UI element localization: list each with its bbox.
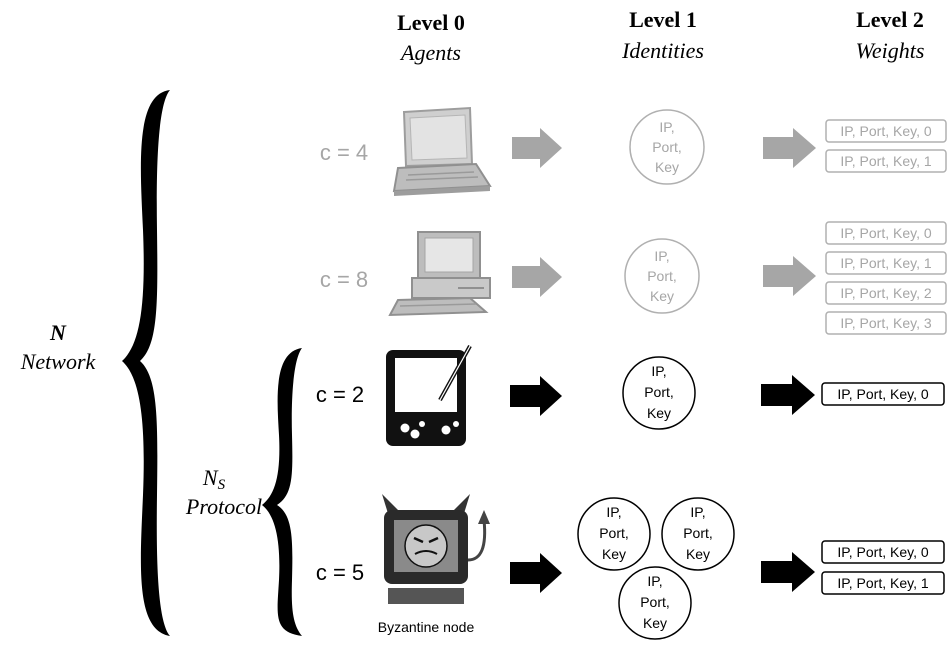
row-c5-identity-3-ip: IP,	[647, 573, 662, 589]
row-c5-identity-2-ip: IP,	[690, 504, 705, 520]
protocol-symbol: NS	[202, 465, 226, 493]
row-c2-weight-0: IP, Port, Key, 0	[837, 386, 929, 402]
column-headers: Level 0 Agents Level 1 Identities Level …	[397, 7, 924, 65]
row-c8-weight-box	[825, 221, 947, 245]
row-c4-identity-key: Key	[655, 159, 679, 175]
protocol-label: Protocol	[185, 494, 262, 519]
row-c8-arrow-to-identity	[512, 257, 562, 297]
row-c2-identity-key: Key	[647, 405, 671, 421]
level-2-heading: Level 2	[856, 7, 924, 32]
row-c5-weight-box	[821, 540, 945, 564]
row-c2-weight-box	[821, 382, 945, 406]
row-c4-arrow-to-identity	[512, 128, 562, 168]
row-c8-weight-box	[825, 311, 947, 335]
pda-icon	[386, 345, 472, 446]
row-c2-identity-circle	[622, 356, 696, 430]
row-c8-weight-box	[825, 281, 947, 305]
row-c8-weight-1: IP, Port, Key, 1	[840, 255, 932, 271]
row-c8-arrow-to-weights	[763, 256, 816, 296]
row-c5-weight-box	[821, 571, 945, 595]
row-c8-identity-key: Key	[650, 288, 674, 304]
row-c5-identity-1-key: Key	[602, 546, 626, 562]
row-c8-weight-box	[825, 251, 947, 275]
row-c5-identity-1-ip: IP,	[606, 504, 621, 520]
row-c8-c-label: c = 8	[320, 267, 368, 292]
byzantine-devil-computer-icon	[382, 494, 490, 604]
row-c2-identity-port: Port,	[644, 384, 674, 400]
row-c4-arrow-to-weights	[763, 128, 816, 168]
row-c5-identity-2-port: Port,	[683, 525, 713, 541]
row-c2: c = 2 IP, Port, Key IP, Port, Key, 0	[316, 345, 945, 446]
protocol-brace	[262, 348, 302, 636]
row-c5-identity-circle-2	[661, 497, 735, 571]
row-c4-weight-box	[825, 119, 947, 143]
row-c5-arrow-to-weights	[761, 552, 815, 592]
row-c8-identity-ip: IP,	[654, 248, 669, 264]
row-c4-weight-box	[825, 149, 947, 173]
row-c4-c-label: c = 4	[320, 140, 368, 165]
row-c5-identity-circle-3	[618, 566, 692, 640]
row-c4-identity-port: Port,	[652, 139, 682, 155]
weights-heading: Weights	[856, 38, 925, 63]
row-c5-identity-2-key: Key	[686, 546, 710, 562]
row-c5-identity-3-port: Port,	[640, 594, 670, 610]
network-brace	[122, 90, 170, 636]
row-c4-identity-ip: IP,	[659, 119, 674, 135]
network-label: Network	[20, 349, 97, 374]
row-c5-weight-1: IP, Port, Key, 1	[837, 575, 929, 591]
row-c5-c-label: c = 5	[316, 560, 364, 585]
row-c4-identity-circle	[629, 109, 705, 185]
level-1-heading: Level 1	[629, 7, 697, 32]
row-c8-weight-2: IP, Port, Key, 2	[840, 285, 932, 301]
agents-heading: Agents	[399, 40, 461, 65]
row-c2-c-label: c = 2	[316, 382, 364, 407]
row-c5-weight-0: IP, Port, Key, 0	[837, 544, 929, 560]
desktop-computer-icon	[388, 231, 491, 317]
row-c8-identity-port: Port,	[647, 268, 677, 284]
network-symbol: N	[49, 320, 67, 345]
row-c5-arrow-to-identities	[510, 553, 562, 593]
row-c4: c = 4 IP, Port, Key IP, Port, Key, 0 IP,…	[320, 106, 947, 196]
row-c2-identity-ip: IP,	[651, 363, 666, 379]
row-c8-weight-0: IP, Port, Key, 0	[840, 225, 932, 241]
row-c4-weight-1: IP, Port, Key, 1	[840, 153, 932, 169]
row-c5: c = 5 Byzantine node IP, Port, Key IP, P…	[316, 494, 945, 640]
byzantine-node-caption: Byzantine node	[378, 619, 475, 635]
row-c2-arrow-to-weights	[761, 375, 815, 415]
row-c4-weight-0: IP, Port, Key, 0	[840, 123, 932, 139]
row-c5-identity-1-port: Port,	[599, 525, 629, 541]
row-c8-weight-3: IP, Port, Key, 3	[840, 315, 932, 331]
row-c8: c = 8 IP, Port, Key IP, Port, Key, 0 IP,…	[320, 221, 947, 335]
row-c8-identity-circle	[624, 238, 700, 314]
row-c2-arrow-to-identity	[510, 376, 562, 416]
laptop-icon	[392, 106, 492, 196]
level-0-heading: Level 0	[397, 10, 465, 35]
identities-heading: Identities	[621, 38, 704, 63]
row-c5-identity-circle-1	[577, 497, 651, 571]
row-c5-identity-3-key: Key	[643, 615, 667, 631]
